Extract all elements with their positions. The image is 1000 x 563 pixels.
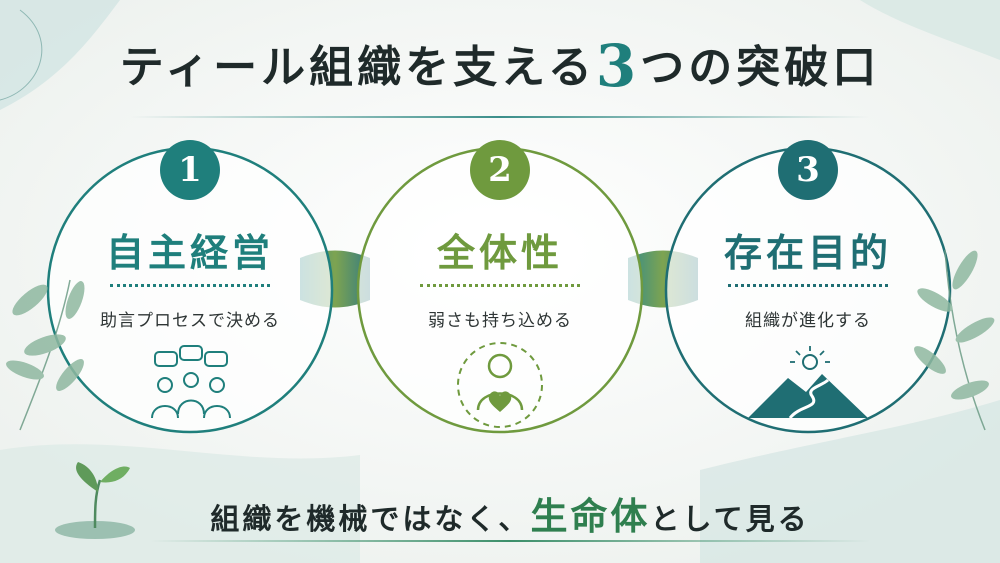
tagline-emphasis: 生命体 [530,494,651,538]
tagline-before: 組織を機械ではなく、 [210,502,531,536]
pillar-number-1: 1 [178,150,202,190]
swirl-line [0,9,43,101]
tagline: 組織を機械ではなく、生命体として見る [150,486,870,540]
tagline-after: として見る [650,502,810,536]
pillar-number-3: 3 [796,150,820,190]
pillar-title-2: 全体性 [436,230,563,275]
corner-wash-bottom-right [700,400,1000,563]
pillar-number-2: 2 [488,150,512,190]
pillar-title-3: 存在目的 [723,230,892,275]
mountain-sunrise-icon [748,346,868,420]
leaf-branch-right [914,249,995,431]
title-main: ティール組織を支える [119,42,596,93]
title-suffix: つの突破口 [640,42,881,93]
pillar-title-1: 自主経営 [105,230,274,275]
pillar-description-2: 弱さも持ち込める [428,311,572,331]
pillar-divider-3 [728,284,888,287]
corner-wash-top-left [0,0,120,110]
people-speech-icon [151,345,231,419]
number-badge-2 [470,140,530,200]
title-underline [130,116,870,118]
pillar-divider-1 [110,284,270,287]
person-heart-icon [457,342,543,428]
pillar-divider-2 [420,284,580,287]
title-number: 3 [595,32,641,100]
number-badge-1 [160,140,220,200]
pillar-description-1: 助言プロセスで決める [100,311,280,331]
number-badge-3 [778,140,838,200]
corner-wash-top-right [860,0,1000,60]
sprout-icon [55,462,135,539]
page-title: ティール組織を支える3つの突破口 [0,37,1000,96]
pillar-description-3: 組織が進化する [745,311,871,331]
tagline-underline [150,540,870,542]
leaf-branch-left [6,279,85,431]
